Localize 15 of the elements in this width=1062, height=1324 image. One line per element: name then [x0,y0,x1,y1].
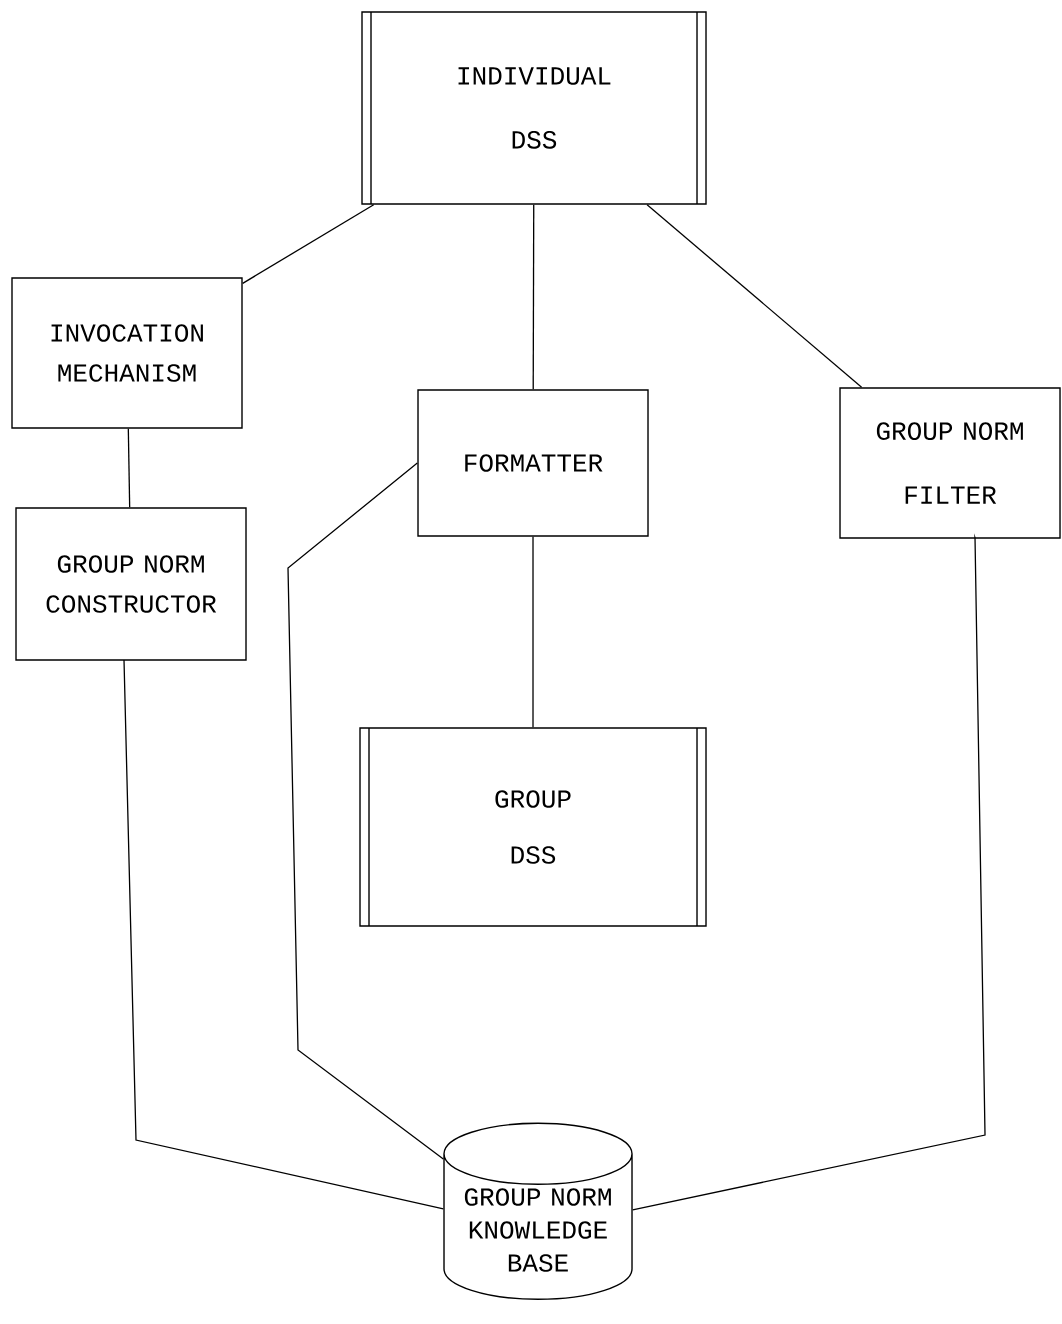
connector-line [646,204,863,388]
database-cylinder: GROUP NORM KNOWLEDGE BASE [443,1122,633,1300]
system-box: GROUP DSS [359,727,707,927]
connector-line [127,428,131,508]
system-box: INDIVIDUAL DSS [361,11,707,205]
connector-line [632,533,986,1211]
connector-line [123,659,444,1210]
connector-line [287,462,444,1160]
connector-line [532,204,535,390]
process-box: FORMATTER [417,389,649,537]
process-box: INVOCATION MECHANISM [11,277,243,429]
process-box: GROUP NORM CONSTRUCTOR [15,507,247,661]
process-box: GROUP NORM FILTER [839,387,1061,539]
connector-line [242,204,375,284]
connector-line [532,536,534,728]
